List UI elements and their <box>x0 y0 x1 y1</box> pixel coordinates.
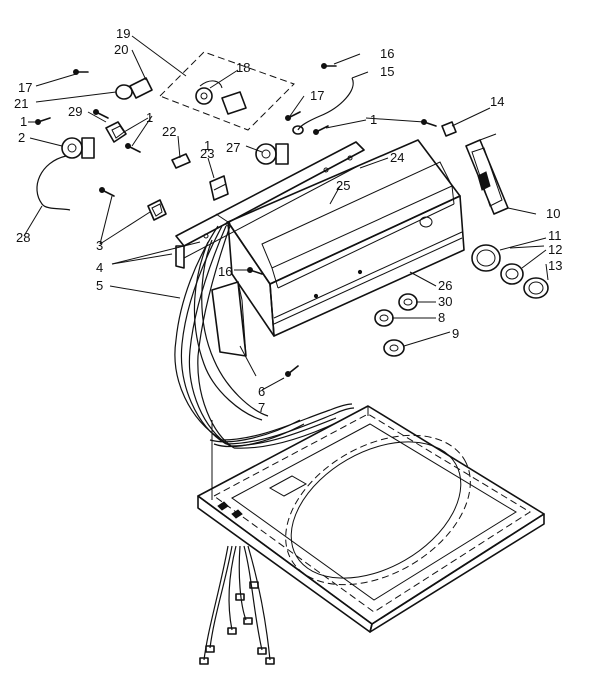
callout-11: 11 <box>548 228 562 243</box>
callout-10: 10 <box>546 206 560 221</box>
callout-4: 4 <box>96 260 103 275</box>
cord-part-15 <box>292 77 354 135</box>
callout-7: 7 <box>258 400 265 415</box>
wire-harness <box>174 225 355 665</box>
cabinet-top <box>197 405 545 633</box>
callout-1b: 1 <box>146 110 153 125</box>
callout-30: 30 <box>438 294 452 309</box>
callout-21: 21 <box>14 96 28 111</box>
callout-3: 3 <box>96 238 103 253</box>
callout-18: 18 <box>236 60 250 75</box>
leader-lines <box>23 35 549 391</box>
callout-29: 29 <box>68 104 82 119</box>
callout-15: 15 <box>380 64 394 79</box>
callout-28: 28 <box>16 230 30 245</box>
callout-16b: 16 <box>218 264 232 279</box>
dashed-box-timer <box>159 51 295 131</box>
callout-27: 27 <box>226 140 240 155</box>
callout-22: 22 <box>162 124 176 139</box>
callout-5: 5 <box>96 278 103 293</box>
callout-2: 2 <box>18 130 25 145</box>
callout-17a: 17 <box>18 80 32 95</box>
callout-14: 14 <box>490 94 504 109</box>
console-end-cap <box>465 133 509 215</box>
screws <box>35 63 457 377</box>
timer-knob-assembly <box>471 244 549 299</box>
callout-labels: 17 21 1 2 19 20 18 29 1 22 1 27 23 17 16… <box>14 26 562 415</box>
callout-8: 8 <box>438 310 445 325</box>
callout-1a: 1 <box>20 114 27 129</box>
callout-13: 13 <box>548 258 562 273</box>
callout-19: 19 <box>116 26 130 41</box>
terminal-block <box>147 199 167 221</box>
console-housing <box>215 139 465 337</box>
timer-motor <box>255 143 289 165</box>
clip-part-22 <box>171 153 191 169</box>
callout-1d: 1 <box>370 112 377 127</box>
callout-17b: 17 <box>310 88 324 103</box>
callout-25: 25 <box>336 178 350 193</box>
callout-1c: 1 <box>204 138 211 153</box>
rotary-switch <box>115 77 153 100</box>
callout-24: 24 <box>390 150 404 165</box>
callout-20: 20 <box>114 42 128 57</box>
callout-9: 9 <box>452 326 459 341</box>
control-knobs <box>374 293 418 357</box>
callout-16a: 16 <box>380 46 394 61</box>
side-trim-panel <box>211 281 247 357</box>
callout-26: 26 <box>438 278 452 293</box>
callout-6: 6 <box>258 384 265 399</box>
callout-12: 12 <box>548 242 562 257</box>
callout-23: 23 <box>200 146 214 161</box>
pressure-switch <box>36 137 95 211</box>
harness-connector <box>209 175 229 201</box>
motor-timer <box>195 80 247 115</box>
water-level-switch <box>105 121 127 143</box>
